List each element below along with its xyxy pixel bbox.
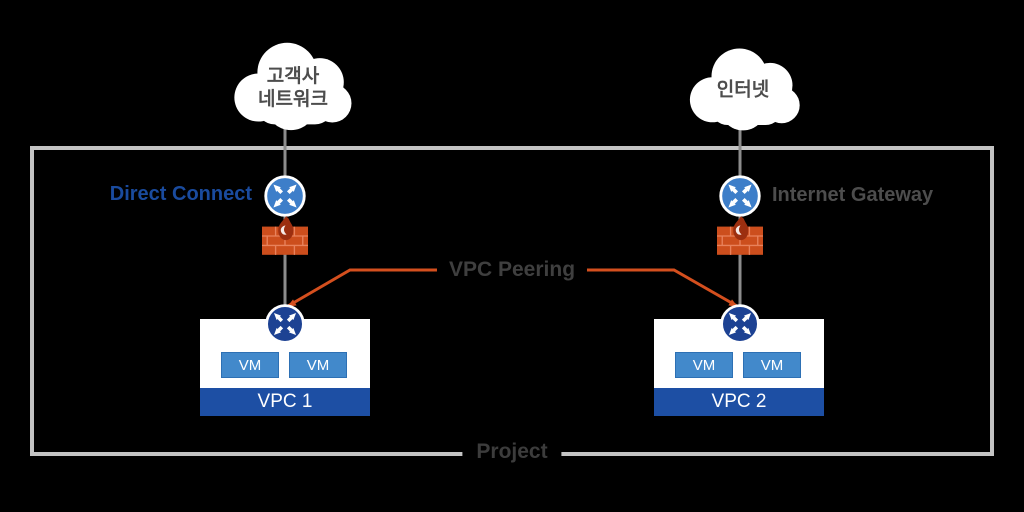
customer-network-label-line2: 네트워크 <box>258 89 328 110</box>
internet-label: 인터넷 <box>716 79 770 101</box>
vpc2-router-icon <box>719 303 761 345</box>
vm-box: VM <box>221 352 279 378</box>
vpc1-title-bar: VPC 1 <box>200 388 370 416</box>
direct-connect-router-icon <box>263 174 307 218</box>
vpc-peering-label: VPC Peering <box>436 258 588 282</box>
vpc1-box: VM VM VPC 1 <box>200 319 370 416</box>
firewall-icon-left <box>262 215 308 257</box>
firewall-icon-right <box>717 215 763 257</box>
vpc1-router-icon <box>264 303 306 345</box>
internet-gateway-router-icon <box>718 174 762 218</box>
direct-connect-label: Direct Connect <box>109 183 252 205</box>
customer-network-label-line1: 고객사 <box>266 66 320 87</box>
vpc2-title-bar: VPC 2 <box>654 388 824 416</box>
customer-network-label: 고객사 네트워크 <box>258 65 328 111</box>
vm-box: VM <box>289 352 347 378</box>
vm-box: VM <box>675 352 733 378</box>
internet-gateway-label: Internet Gateway <box>772 184 934 206</box>
project-label: Project <box>462 440 562 464</box>
vm-box: VM <box>743 352 801 378</box>
